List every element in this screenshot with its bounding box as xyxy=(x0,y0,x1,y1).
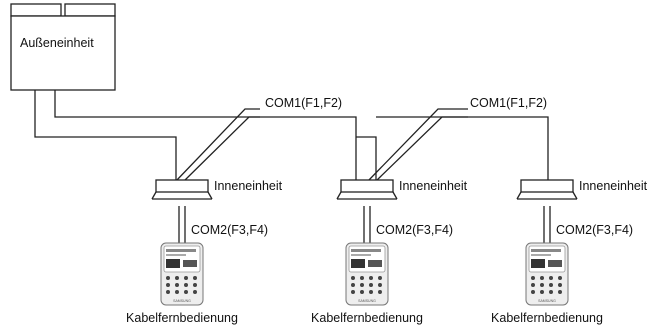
outdoor-fan-right xyxy=(64,3,116,17)
wired-remote-controller-3: SAMSUNG xyxy=(525,242,569,306)
outdoor-unit-body xyxy=(10,15,116,91)
outdoor-unit: Außeneinheit xyxy=(10,3,116,91)
com2-label: COM2(F3,F4) xyxy=(191,223,268,237)
wired-remote-controller-1: SAMSUNG xyxy=(160,242,204,306)
remote-brand: SAMSUNG xyxy=(358,299,376,303)
main-lines xyxy=(34,90,549,180)
indoor-unit-1 xyxy=(155,179,209,193)
remote-brand: SAMSUNG xyxy=(173,299,191,303)
controller-label: Kabelfernbedienung xyxy=(491,311,603,325)
indoor-unit-label: Inneneinheit xyxy=(579,179,648,193)
outdoor-unit-label: Außeneinheit xyxy=(20,36,94,50)
indoor-unit-label: Inneneinheit xyxy=(214,179,283,193)
com1-label-2: COM1(F1,F2) xyxy=(470,96,547,110)
remote-brand: SAMSUNG xyxy=(538,299,556,303)
indoor-unit-2 xyxy=(340,179,394,193)
controller-label: Kabelfernbedienung xyxy=(126,311,238,325)
outdoor-fan-left xyxy=(10,3,62,17)
com1-lines xyxy=(175,108,468,182)
com1-label-1: COM1(F1,F2) xyxy=(265,96,342,110)
indoor-unit-3 xyxy=(520,179,574,193)
indoor-unit-label: Inneneinheit xyxy=(399,179,468,193)
com2-label: COM2(F3,F4) xyxy=(556,223,633,237)
wired-remote-controller-2: SAMSUNG xyxy=(345,242,389,306)
controller-label: Kabelfernbedienung xyxy=(311,311,423,325)
com2-label: COM2(F3,F4) xyxy=(376,223,453,237)
